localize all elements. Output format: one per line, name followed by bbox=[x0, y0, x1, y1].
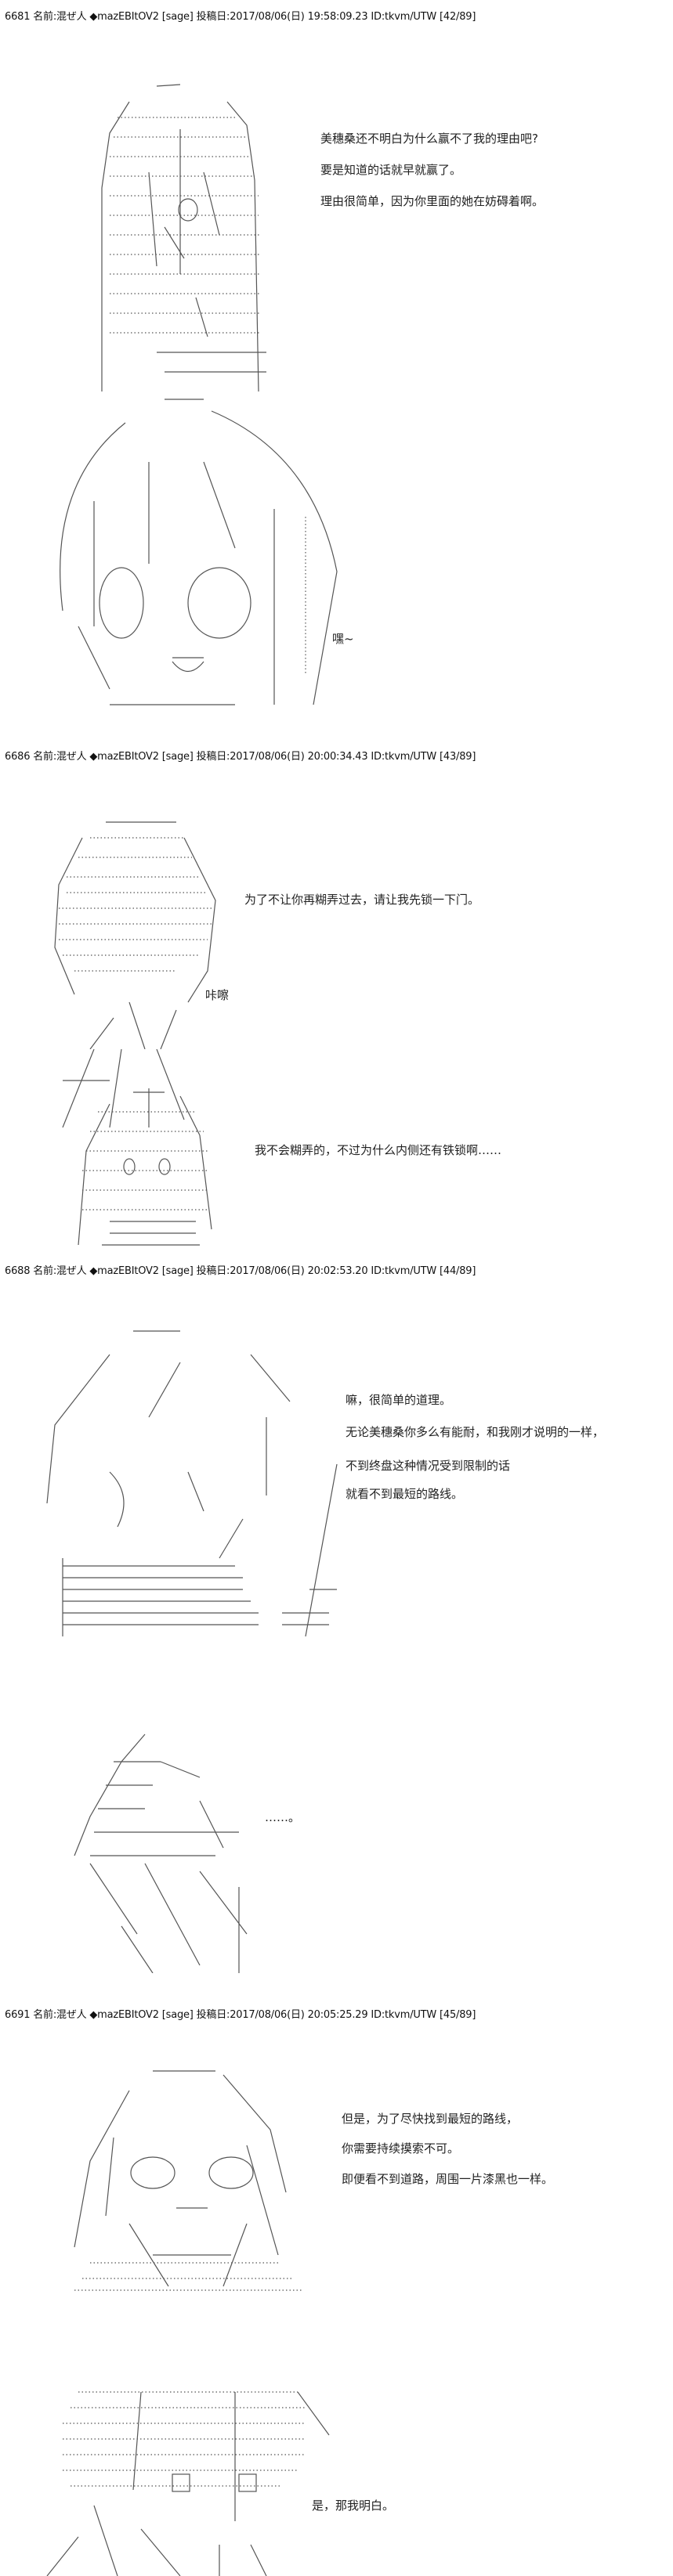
dialogue-line: 我不会糊弄的，不过为什么内侧还有铁锁啊…… bbox=[255, 1143, 502, 1157]
dialogue-line: 就看不到最短的路线。 bbox=[346, 1487, 464, 1501]
dialogue-line: 无论美穗桑你多么有能耐，和我刚才说明的一样， bbox=[346, 1425, 605, 1439]
dialogue-line: 为了不让你再糊弄过去，请让我先锁一下门。 bbox=[244, 893, 480, 907]
dialogue-line: 是，那我明白。 bbox=[312, 2498, 395, 2513]
ascii-art-character bbox=[16, 2388, 345, 2576]
dialogue-line: 嘿~ bbox=[332, 632, 354, 646]
dialogue-line: 嘛，很简单的道理。 bbox=[346, 1393, 452, 1407]
ascii-art-character bbox=[78, 78, 298, 391]
dialogue-line: 你需要持续摸索不可。 bbox=[342, 2141, 460, 2156]
ascii-art-character bbox=[47, 1049, 204, 1127]
dialogue-line: 但是，为了尽快找到最短的路线， bbox=[342, 2112, 519, 2126]
post-header: 6688 名前:混ぜ人 ◆mazEBItOV2 [sage] 投稿日:2017/… bbox=[5, 1265, 476, 1277]
ascii-art-character bbox=[31, 391, 360, 720]
ascii-art-character bbox=[63, 1088, 235, 1253]
dialogue-line: 美穗桑还不明白为什么赢不了我的理由吧? bbox=[320, 132, 538, 146]
ascii-art-character bbox=[43, 2067, 325, 2294]
dialogue-line: ……。 bbox=[265, 1810, 301, 1824]
dialogue-line: 理由很简单，因为你里面的她在妨碍着啊。 bbox=[320, 194, 545, 208]
ascii-art-character bbox=[43, 814, 231, 1049]
ascii-art-character bbox=[43, 1730, 262, 1973]
ascii-art-character bbox=[31, 1323, 376, 1636]
dialogue-line: 要是知道的话就早就赢了。 bbox=[320, 163, 462, 177]
post-header: 6691 名前:混ぜ人 ◆mazEBItOV2 [sage] 投稿日:2017/… bbox=[5, 2009, 476, 2021]
post-header: 6686 名前:混ぜ人 ◆mazEBItOV2 [sage] 投稿日:2017/… bbox=[5, 751, 476, 763]
dialogue-line: 不到终盘这种情况受到限制的话 bbox=[346, 1459, 511, 1473]
dialogue-line: 即便看不到道路，周围一片漆黑也一样。 bbox=[342, 2172, 554, 2186]
sound-effect-text: 咔嚓 bbox=[205, 988, 230, 1002]
post-header: 6681 名前:混ぜ人 ◆mazEBItOV2 [sage] 投稿日:2017/… bbox=[5, 11, 476, 23]
